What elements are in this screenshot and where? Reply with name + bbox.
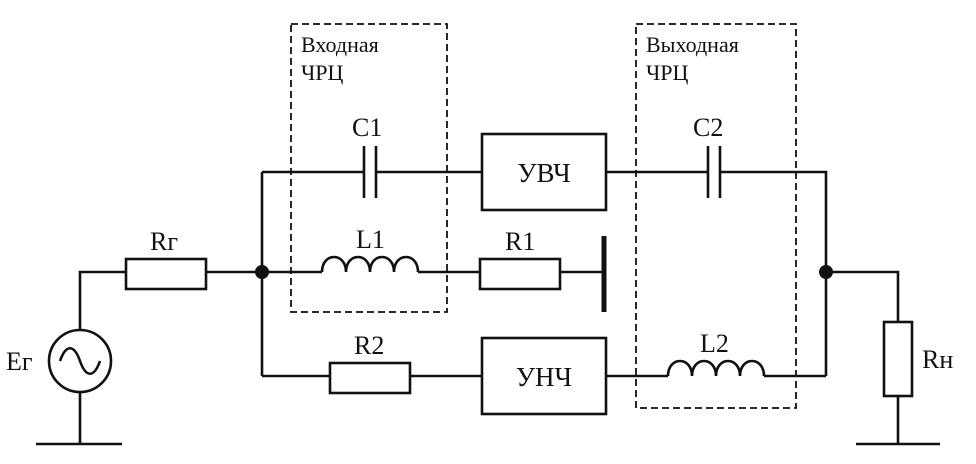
- resistor-rg: [124, 257, 208, 291]
- sine-wave-icon: [58, 347, 102, 375]
- output-region-label-line2: ЧРЦ: [646, 60, 689, 85]
- inductor-l1: [320, 255, 420, 273]
- resistor-r1-label: R1: [505, 227, 535, 256]
- resistor-load: [882, 320, 914, 398]
- output-region-label-line1: Выходная: [646, 32, 739, 57]
- inductor-l1-label: L1: [356, 225, 385, 254]
- input-region-label-line2: ЧРЦ: [301, 60, 344, 85]
- input-region-label-line1: Входная: [301, 32, 379, 57]
- wire-right-bus: [720, 170, 828, 376]
- block-hf-amplifier: [480, 132, 608, 212]
- block-lf-amplifier: [480, 336, 608, 416]
- inductor-l2-label: L2: [700, 329, 729, 358]
- generator-label: Ег: [6, 347, 33, 376]
- block-lf-amplifier-label: УНЧ: [516, 362, 572, 392]
- resistor-load-label: Rн: [922, 345, 953, 374]
- input-filter-region: [290, 23, 448, 313]
- wire-node-to-load: [826, 270, 900, 322]
- capacitor-c2-label: C2: [693, 113, 723, 142]
- resistor-rg-label: Rг: [150, 227, 178, 256]
- resistor-r2-label: R2: [354, 331, 384, 360]
- capacitor-c1-label: C1: [352, 113, 382, 142]
- wire-generator-to-rg: [78, 270, 126, 330]
- resistor-r1: [478, 257, 562, 291]
- inductor-l2: [666, 359, 766, 377]
- resistor-r2: [328, 361, 412, 395]
- block-hf-amplifier-label: УВЧ: [517, 158, 570, 188]
- output-filter-region: [635, 23, 797, 409]
